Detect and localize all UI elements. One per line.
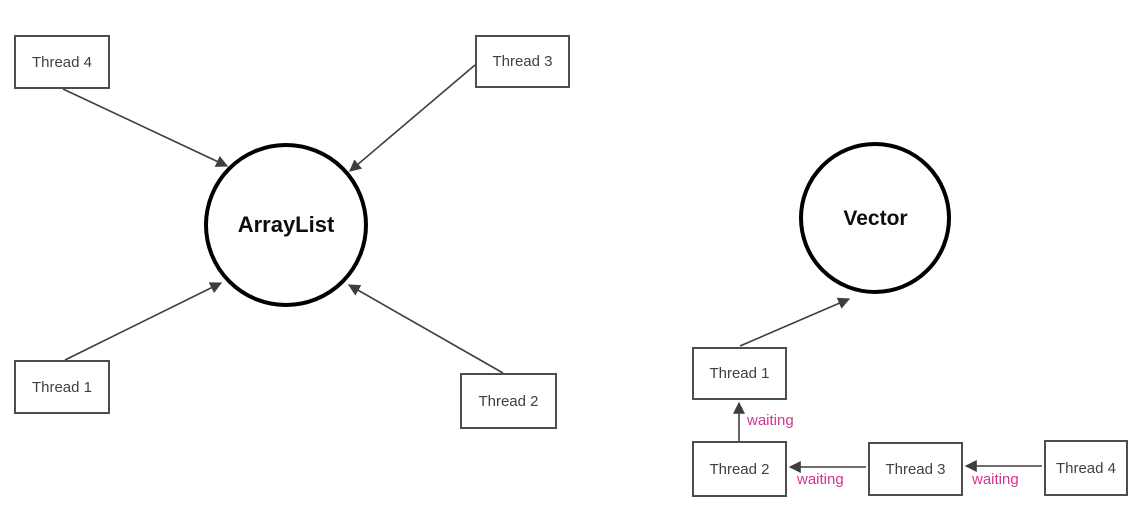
arrow-thread4-to-arraylist — [62, 88, 229, 167]
arrow-thread2-to-arraylist — [347, 284, 504, 374]
arrow-thread1-to-vector — [739, 297, 851, 347]
left-thread1-box: Thread 1 — [14, 360, 110, 414]
left-thread3-box: Thread 3 — [475, 35, 570, 88]
waiting-label-thread2: waiting — [747, 412, 794, 429]
right-thread3-box: Thread 3 — [868, 442, 963, 496]
left-thread4-box: Thread 4 — [14, 35, 110, 89]
left-thread1-label: Thread 1 — [31, 378, 93, 396]
right-thread4-label: Thread 4 — [1055, 459, 1117, 477]
right-thread2-box: Thread 2 — [692, 441, 787, 497]
left-thread2-label: Thread 2 — [478, 392, 539, 410]
arrow-thread1-to-arraylist — [64, 282, 223, 361]
left-thread2-box: Thread 2 — [460, 373, 557, 429]
vector-node-circle — [799, 142, 951, 294]
waiting-label-thread3: waiting — [797, 471, 844, 488]
right-thread3-label: Thread 3 — [885, 460, 946, 478]
arrow-thread3-to-arraylist — [349, 64, 476, 172]
waiting-label-thread4: waiting — [972, 471, 1019, 488]
left-thread4-label: Thread 4 — [31, 53, 93, 71]
left-thread3-label: Thread 3 — [492, 53, 553, 70]
right-thread1-label: Thread 1 — [709, 365, 770, 382]
right-thread2-label: Thread 2 — [709, 460, 770, 478]
arraylist-node-circle — [204, 143, 368, 307]
right-thread1-box: Thread 1 — [692, 347, 787, 400]
right-thread4-box: Thread 4 — [1044, 440, 1128, 496]
